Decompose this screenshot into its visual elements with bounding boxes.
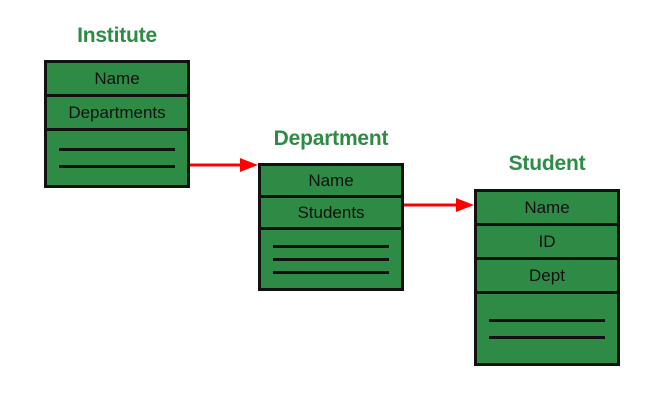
placeholder-line bbox=[489, 318, 605, 322]
entity-field-institute-name: Name bbox=[47, 63, 187, 97]
entity-title-student: Student bbox=[508, 152, 586, 175]
entity-box-student[interactable]: Name ID Dept bbox=[474, 189, 620, 366]
placeholder-line bbox=[489, 335, 605, 339]
entity-body-student bbox=[477, 294, 617, 363]
placeholder-line bbox=[273, 270, 389, 274]
entity-field-student-id: ID bbox=[477, 226, 617, 260]
placeholder-line bbox=[273, 244, 389, 248]
entity-field-institute-departments: Departments bbox=[47, 97, 187, 131]
entity-field-department-name: Name bbox=[261, 166, 401, 198]
entity-body-department bbox=[261, 230, 401, 288]
placeholder-line bbox=[59, 165, 175, 168]
placeholder-line bbox=[59, 148, 175, 151]
entity-title-institute: Institute bbox=[77, 24, 157, 47]
entity-title-department: Department bbox=[273, 127, 389, 150]
placeholder-line bbox=[273, 257, 389, 261]
arrow-department-to-student bbox=[404, 198, 474, 212]
entity-box-institute[interactable]: Name Departments bbox=[44, 60, 190, 188]
arrow-institute-to-department bbox=[190, 158, 258, 172]
entity-box-department[interactable]: Name Students bbox=[258, 163, 404, 291]
entity-body-institute bbox=[47, 131, 187, 185]
entity-field-student-dept: Dept bbox=[477, 260, 617, 294]
entity-field-department-students: Students bbox=[261, 198, 401, 230]
entity-field-student-name: Name bbox=[477, 192, 617, 226]
